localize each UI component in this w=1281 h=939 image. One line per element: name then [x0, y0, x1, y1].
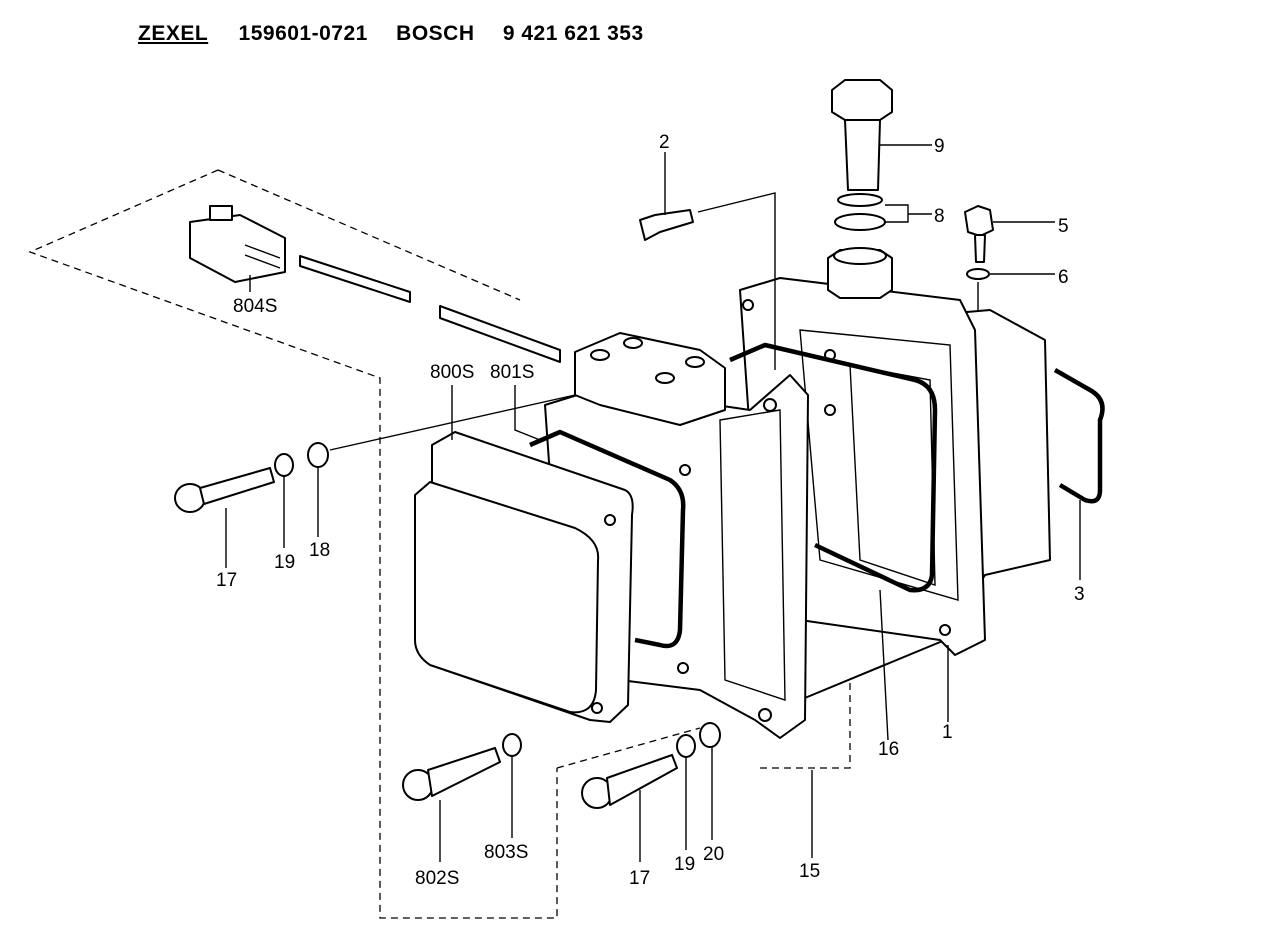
bolt-802S	[402, 733, 522, 801]
callout-1: 1	[942, 722, 953, 743]
connector-cable-2	[439, 305, 561, 363]
callout-15: 15	[799, 861, 820, 882]
callout-9: 9	[934, 136, 945, 157]
callout-19-left: 19	[274, 552, 295, 573]
callout-8: 8	[934, 206, 945, 227]
screw-5	[964, 205, 994, 263]
callout-3: 3	[1074, 584, 1085, 605]
leader-lines	[225, 144, 1081, 862]
callout-802S: 802S	[415, 868, 459, 889]
callout-19-right: 19	[674, 854, 695, 875]
brand-zexel: ZEXEL	[138, 22, 209, 45]
bosch-part-number: 9 421 621 353	[502, 22, 644, 45]
callout-18: 18	[309, 540, 330, 561]
inner-gasket	[529, 429, 686, 649]
bolt-17-left	[174, 442, 329, 513]
callout-2: 2	[659, 132, 670, 153]
bolt-2	[639, 209, 694, 241]
callout-801S: 801S	[490, 362, 534, 383]
gasket-side	[1053, 368, 1105, 504]
bolt-17-right	[581, 722, 721, 809]
sensor-block	[574, 332, 726, 426]
washer-6	[966, 268, 990, 280]
connector-group-dashed	[217, 169, 521, 301]
connector-cable	[299, 255, 411, 303]
callout-6: 6	[1058, 267, 1069, 288]
banjo-fitting	[827, 247, 893, 299]
callout-804S: 804S	[233, 296, 277, 317]
gasket-main	[729, 342, 938, 593]
banjo-bolt	[831, 79, 893, 231]
brand-bosch: BOSCH	[396, 22, 475, 45]
zexel-part-number: 159601-0721	[238, 22, 368, 45]
callout-16: 16	[878, 739, 899, 760]
callout-803S: 803S	[484, 842, 528, 863]
assembly-boundary-dashed	[28, 169, 558, 919]
callout-5: 5	[1058, 216, 1069, 237]
callout-17-right: 17	[629, 868, 650, 889]
cover-plate	[414, 431, 634, 723]
callout-20: 20	[703, 844, 724, 865]
callout-800S: 800S	[430, 362, 474, 383]
callout-17-left: 17	[216, 570, 237, 591]
connector-plug	[189, 205, 286, 283]
drawing-header: ZEXEL 159601-0721 BOSCH 9 421 621 353	[138, 22, 666, 50]
